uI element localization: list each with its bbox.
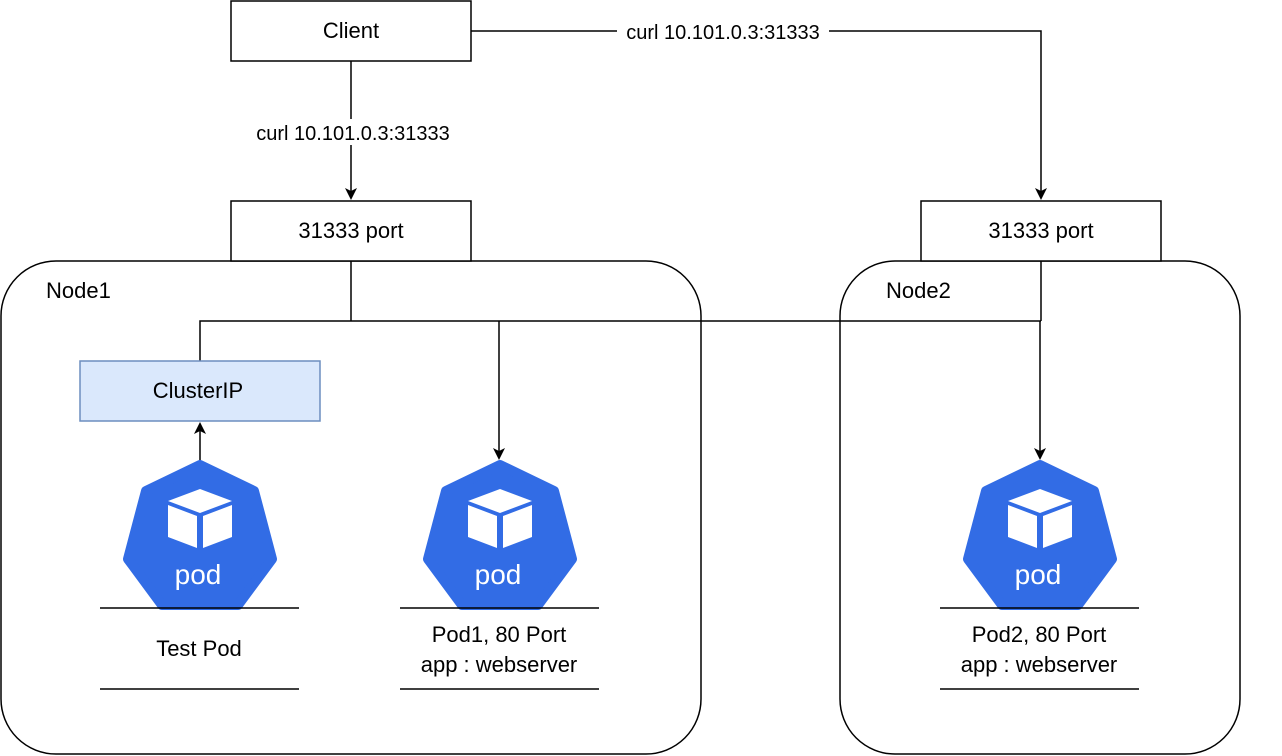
pod1-icon-text: pod (475, 559, 522, 590)
pod1-caption-line2: app : webserver (421, 652, 578, 677)
pod1-caption-line1: Pod1, 80 Port (432, 622, 567, 647)
edge-service-bus (199, 320, 1041, 361)
client-label: Client (323, 18, 379, 43)
pod2-icon[interactable]: pod (968, 465, 1112, 605)
node1-label: Node1 (46, 278, 111, 303)
node2-port-label: 31333 port (988, 218, 1093, 243)
node1-port-label: 31333 port (298, 218, 403, 243)
test-pod-icon-text: pod (175, 559, 222, 590)
edge-client-to-node2-port (471, 30, 1047, 200)
pod2-caption-line1: Pod2, 80 Port (972, 622, 1107, 647)
pod1-icon[interactable]: pod (428, 465, 572, 605)
node1-port-box[interactable] (230, 200, 472, 262)
pod2-caption-line2: app : webserver (961, 652, 1118, 677)
client-box[interactable] (230, 0, 472, 62)
node2-label: Node2 (886, 278, 951, 303)
node1-container (0, 260, 702, 755)
edge-label-client-to-node2: curl 10.101.0.3:31333 (626, 22, 820, 44)
clusterip-box[interactable] (79, 360, 321, 422)
clusterip-label: ClusterIP (153, 378, 243, 403)
test-pod-icon[interactable]: pod (128, 465, 272, 605)
pod2-icon-text: pod (1015, 559, 1062, 590)
edge-label-client-to-node1: curl 10.101.0.3:31333 (256, 123, 450, 145)
test-pod-caption: Test Pod (156, 636, 242, 661)
